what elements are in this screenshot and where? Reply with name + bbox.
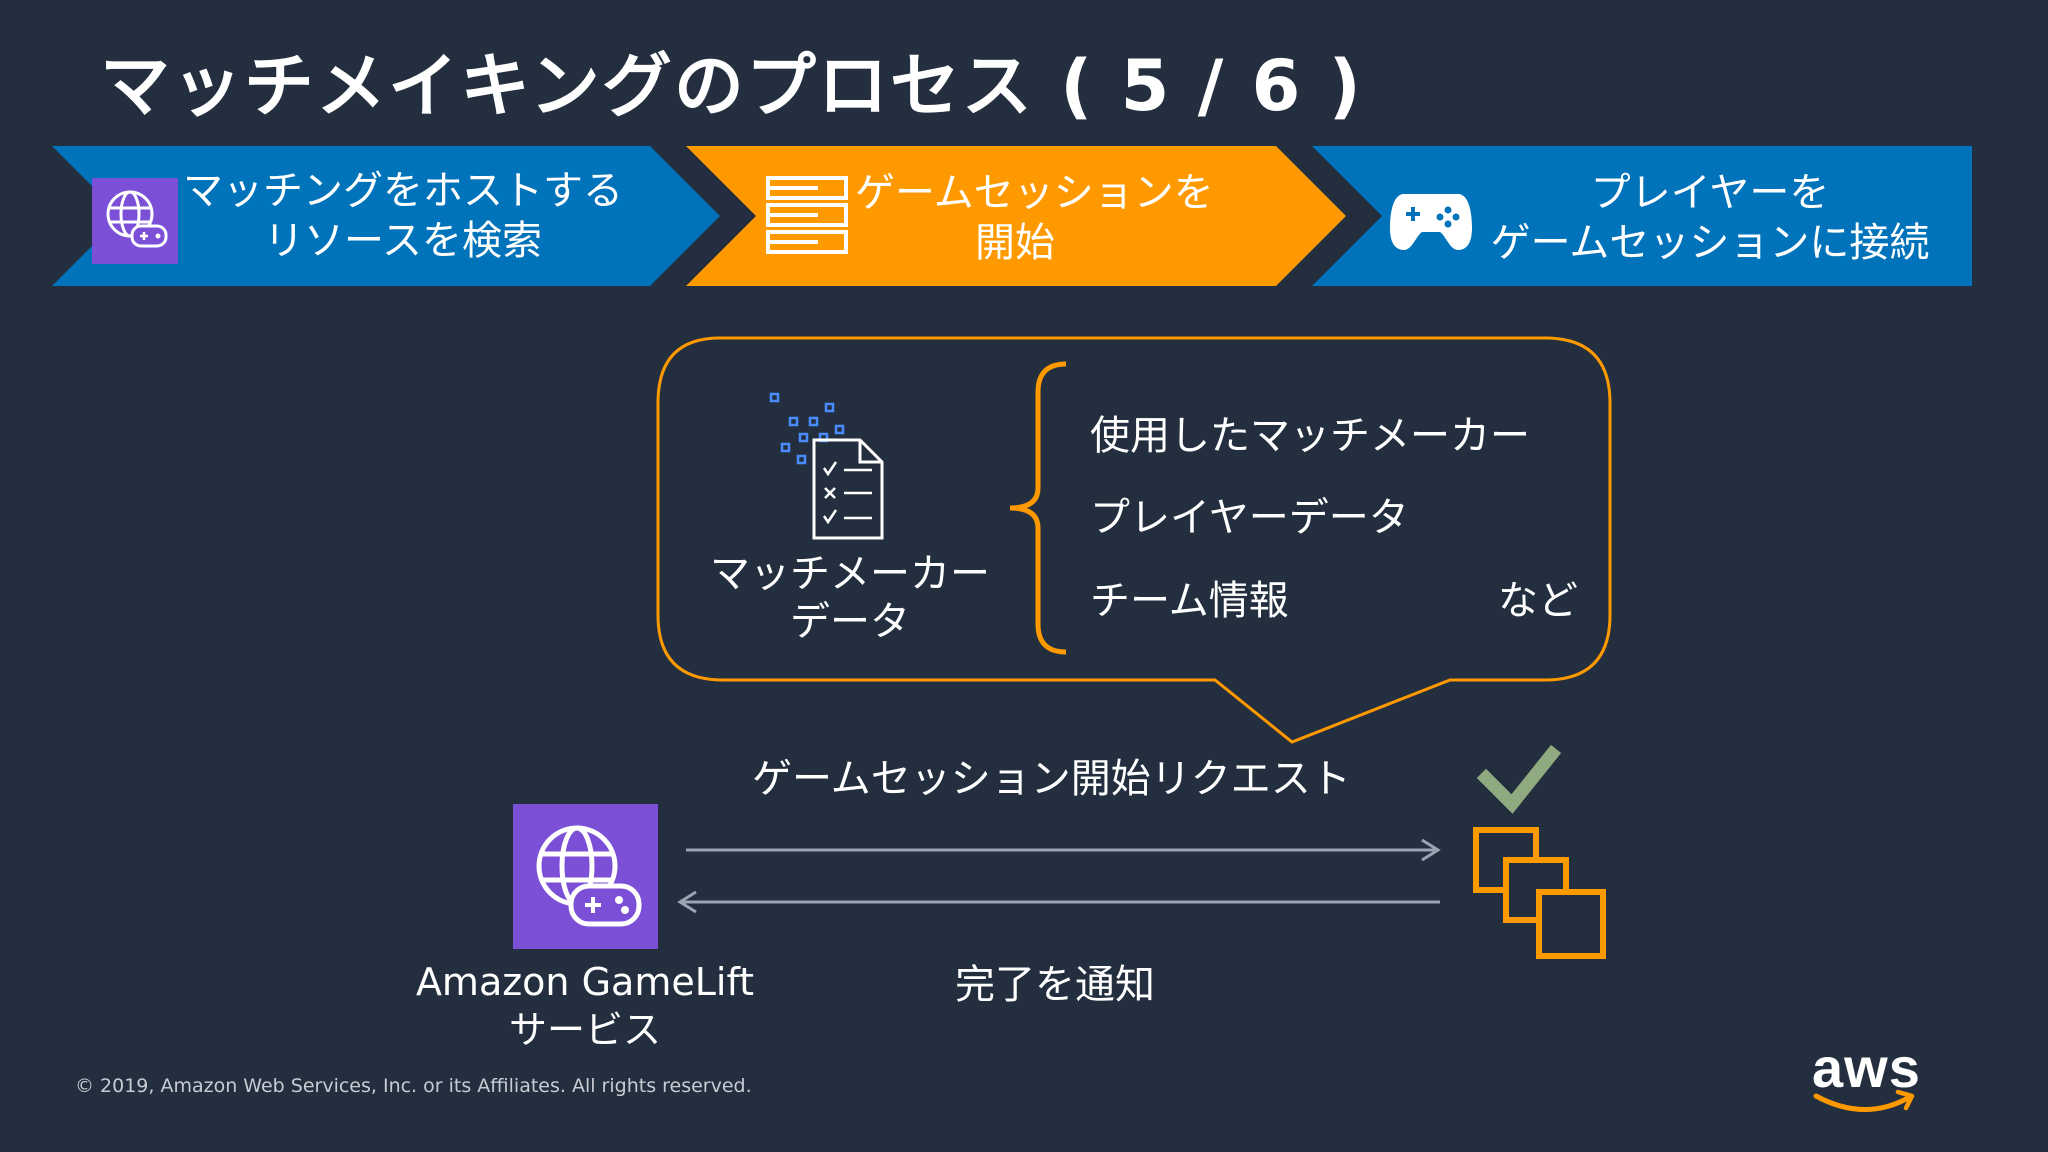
step-2-label: ゲームセッションを 開始 [855,168,1214,268]
bubble-item-player-data: プレイヤーデータ [1090,495,1409,541]
aws-logo: aws [1812,1035,1921,1100]
step-1-chevron [52,146,720,286]
curly-brace [1009,361,1067,655]
instances-icon [1473,827,1606,959]
step-1-line1: マッチングをホストする [183,168,623,214]
gamelift-icon [92,178,178,264]
bubble-item-team-info: チーム情報 [1090,578,1289,624]
step-3-label: プレイヤーを ゲームセッションに接続 [1480,168,1940,268]
step-2-line2: 開始 [975,220,1055,266]
gamelift-service-label: Amazon GameLift サービス [405,958,765,1054]
step-1-line2: リソースを検索 [264,218,542,264]
step-3-line1: プレイヤーを [1590,170,1830,216]
matchmaker-data-line2: データ [790,599,910,645]
copyright-text: © 2019, Amazon Web Services, Inc. or its… [75,1075,752,1097]
step-2-chevron [686,146,1346,286]
gamepad-icon [1390,194,1472,250]
step-1-label: マッチングをホストする リソースを検索 [178,166,628,266]
complete-arrow [677,890,1440,914]
matchmaker-data-label: マッチメーカー データ [690,550,1010,646]
aws-logo-text: aws [1812,1036,1921,1099]
bubble-item-matchmaker: 使用したマッチメーカー [1090,413,1530,459]
bubble-etc: など [1498,578,1578,624]
service-line1: Amazon GameLift [415,960,755,1004]
step-3-line2: ゲームセッションに接続 [1490,220,1930,266]
request-arrow [686,838,1441,862]
gamelift-service-icon [513,804,658,949]
speech-bubble [656,336,1612,744]
server-rack-icon [766,176,848,254]
aws-smile-icon [1813,1089,1915,1112]
step-3-chevron [1312,146,1972,286]
complete-label: 完了を通知 [955,962,1155,1008]
checklist-document-icon [769,392,884,540]
matchmaker-data-line1: マッチメーカー [710,551,990,597]
step-2-line1: ゲームセッションを [855,170,1214,216]
service-line2: サービス [508,1008,661,1052]
request-label: ゲームセッション開始リクエスト [752,756,1351,802]
slide-title: マッチメイキングのプロセス ( 5 / 6 ) [100,45,1363,127]
checkmark-icon [1476,744,1562,814]
